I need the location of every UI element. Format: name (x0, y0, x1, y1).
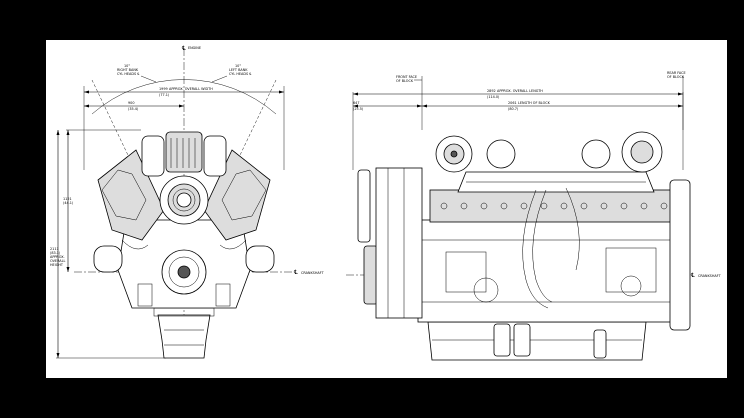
overall-height-text3: HEIGHT (50, 263, 64, 267)
engine-drawing: ℄ ENGINE 10° RIGHT BANK CYL HEADS ℄ 10° … (50, 45, 722, 361)
left-bank-angle: 10° (235, 64, 241, 68)
width-arrow-left (84, 90, 89, 94)
right-bank-cyl-heads: CYL HEADS ℄ (117, 72, 140, 76)
right-bank-angle: 10° (124, 64, 130, 68)
overall-height-arrow-top (56, 130, 60, 135)
half-width-arrow-left (84, 104, 89, 108)
overall-width-text: APPROX. OVERALL WIDTH (169, 87, 213, 91)
rear-turbo-inner (630, 140, 654, 164)
crank-damper-ring (168, 256, 200, 288)
left-bank-label: LEFT BANK (229, 68, 248, 72)
bank-angle-arc (91, 79, 277, 115)
front-accessory-right (245, 245, 275, 273)
front-engine-body (93, 131, 275, 359)
right-bank-label: RIGHT BANK (117, 68, 139, 72)
front-offset-in: (25.5) (353, 107, 364, 111)
side-engine-body (357, 131, 691, 361)
front-intake-left (141, 135, 165, 177)
left-bank-manifold (221, 169, 267, 221)
intake-pipe-2 (532, 189, 553, 303)
drawing-sheet: ℄ ENGINE 10° RIGHT BANK CYL HEADS ℄ 10° … (46, 40, 727, 378)
front-filter-right (215, 283, 231, 307)
front-top-cover (165, 131, 203, 173)
length-arrow-left (353, 92, 358, 96)
engine-cl-symbol: ℄ (182, 45, 186, 52)
engine-cl-label: ENGINE (188, 46, 201, 50)
overall-length-in: (114.0) (487, 95, 500, 99)
front-face-label-2: OF BLOCK (396, 79, 414, 83)
overall-length-mm: 2892 (487, 89, 496, 93)
block-component-2 (605, 247, 657, 293)
overall-height-in: (83.1) (50, 251, 61, 255)
side-cylinder-head (429, 189, 677, 223)
overall-width-mm: 1999 (159, 87, 168, 91)
front-cover-side (375, 167, 423, 319)
block-arrow-right (678, 104, 683, 108)
block-component-4 (620, 275, 642, 297)
side-crankshaft-label: CRANKSHAFT (698, 274, 722, 278)
block-arrow-left (422, 104, 427, 108)
left-bank-leader (211, 75, 228, 83)
front-view: ℄ ENGINE 10° RIGHT BANK CYL HEADS ℄ 10° … (50, 45, 325, 359)
flywheel-housing (669, 179, 691, 331)
front-face-label: FRONT FACE (396, 75, 417, 79)
left-bank-head (203, 149, 271, 241)
half-width-arrow-right (179, 104, 184, 108)
front-filter-left (137, 283, 153, 307)
block-length-mm: 2061 (508, 101, 517, 105)
filter-2 (513, 323, 531, 357)
crank-height-in: (44.1) (63, 201, 74, 205)
offset-arrow-left (353, 104, 358, 108)
head-bolts (440, 202, 668, 210)
front-pulley-hub (176, 192, 192, 208)
front-crank-cl-symbol: ℄ (294, 269, 298, 276)
front-pulley-bolt-circle (172, 188, 196, 212)
overall-height-text2: OVERALL (50, 259, 65, 263)
front-accessory-left (93, 245, 123, 273)
crank-height-arrow-top (66, 130, 70, 135)
half-width-in: (35.4) (128, 107, 139, 111)
block-length-text: LENGTH OF BLOCK (518, 101, 551, 105)
right-bank-manifold (101, 169, 147, 221)
block-length-in: (80.7) (508, 107, 519, 111)
front-intake-right (203, 135, 227, 177)
left-bank-cyl-heads: CYL HEADS ℄ (229, 72, 252, 76)
intake-pipe (522, 189, 549, 309)
overall-height-text1: APPROX. (50, 255, 65, 259)
front-pulley-side (357, 169, 371, 243)
right-bank-head (97, 149, 165, 241)
crank-height-arrow-bottom (66, 267, 70, 272)
block-component-3 (473, 277, 499, 303)
overall-height-arrow-bottom (56, 353, 60, 358)
rear-face-label: REAR FACE (667, 71, 686, 75)
rear-face-label-2: OF BLOCK (667, 75, 685, 79)
filter-1 (493, 323, 511, 357)
side-block (417, 219, 681, 323)
overall-length-text: APPROX. OVERALL LENGTH (497, 89, 543, 93)
front-crankshaft-label: CRANKSHAFT (301, 271, 325, 275)
side-view: FRONT FACE OF BLOCK REAR FACE OF BLOCK 2… (346, 71, 722, 361)
side-oil-pan (427, 321, 647, 361)
mid-turbo-left (486, 139, 516, 169)
mid-turbo-right (581, 139, 611, 169)
length-arrow-right (678, 92, 683, 96)
front-hose-left (121, 239, 149, 250)
front-hose-right (219, 239, 247, 250)
front-oil-pan (157, 314, 211, 359)
side-crank-cl-symbol: ℄ (691, 272, 695, 279)
filter-3 (593, 329, 607, 359)
block-component-1 (445, 251, 487, 293)
overall-height-mm: 2111 (50, 247, 59, 251)
half-width-mm: 900 (128, 101, 134, 105)
crank-height-mm: 1121 (63, 197, 72, 201)
front-offset-mm: 647 (353, 101, 359, 105)
coolant-pipe (565, 187, 580, 271)
front-turbo-hub (450, 150, 458, 158)
overall-width-in: (77.1) (159, 93, 170, 97)
width-arrow-right (279, 90, 284, 94)
crank-damper-hub (177, 265, 191, 279)
offset-arrow-right (417, 104, 422, 108)
right-bank-leader (140, 75, 157, 83)
